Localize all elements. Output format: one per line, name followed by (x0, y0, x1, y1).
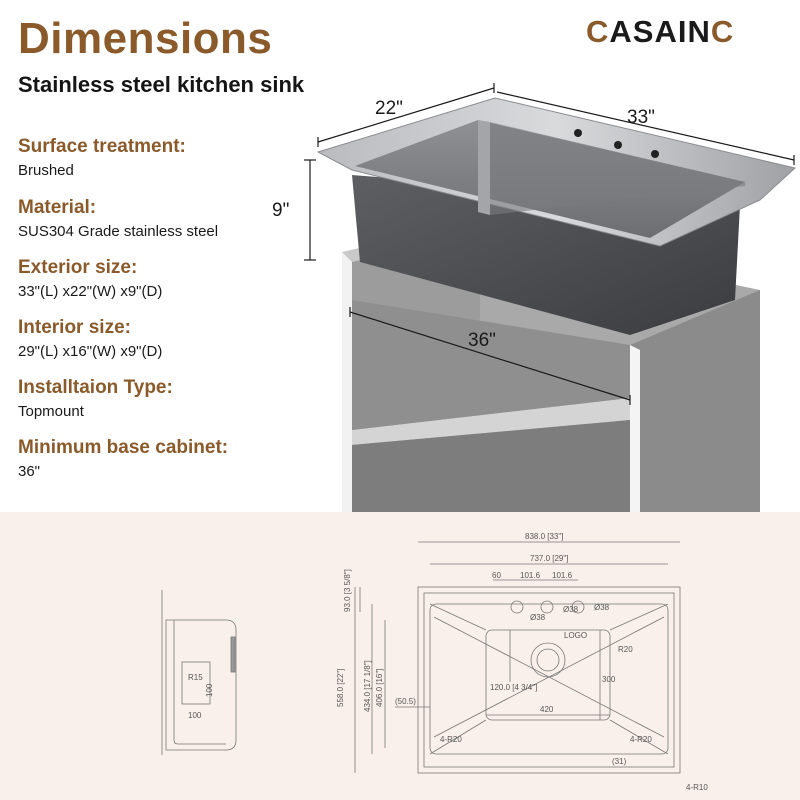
spec-value-material: SUS304 Grade stainless steel (18, 223, 219, 240)
sink-bowl (316, 97, 797, 335)
spec-label-surface: Surface treatment: (18, 136, 186, 157)
dim-inner-corner: 4-R20 (440, 735, 462, 744)
spec-label-install: Installtaion Type: (18, 377, 173, 398)
faucet-hole (614, 141, 622, 149)
spec-value-surface: Brushed (18, 162, 74, 179)
dim-side-margin: (50.5) (395, 697, 416, 706)
dim-total-width: 558.0 [22"] (336, 669, 345, 707)
spec-value-interior: 29"(L) x16"(W) x9"(D) (18, 343, 163, 360)
top-plan-view (354, 541, 681, 774)
dim-inner-length: 737.0 [29"] (530, 554, 568, 563)
dim-hole-diameter-2: Ø38 (563, 605, 579, 614)
logo-letter: C (710, 14, 735, 49)
spec-value-exterior: 33"(L) x22"(W) x9"(D) (18, 283, 163, 300)
logo-letter: C (586, 14, 610, 49)
dim-hole-spacing-1: 101.6 (520, 571, 541, 580)
logo-mark-text: LOGO (564, 631, 587, 640)
dim-side-100-vertical: 100 (205, 683, 214, 697)
dim-length-label: 33" (627, 107, 655, 128)
dim-side-100-horizontal: 100 (188, 711, 202, 720)
dim-corner-radius: R20 (618, 645, 633, 654)
spec-label-material: Material: (18, 197, 97, 218)
dim-hole-spacing-2: 101.6 (552, 571, 573, 580)
spec-label-exterior: Exterior size: (18, 257, 138, 278)
dim-bowl-width-mm: 406.0 [16"] (375, 669, 384, 707)
dim-width-label: 22" (375, 98, 403, 119)
dim-top-margin: 93.0 [3 5/8"] (343, 569, 352, 612)
dim-hole-diameter-3: Ø38 (594, 603, 610, 612)
side-profile-view (161, 590, 237, 755)
dim-inner-width: 434.0 [17 1/8"] (363, 660, 372, 712)
dim-cabinet-label: 36" (468, 330, 496, 351)
spec-label-cabinet: Minimum base cabinet: (18, 437, 229, 458)
dim-bottom-31: (31) (612, 757, 627, 766)
dim-side-radius: R15 (188, 673, 203, 682)
spec-label-interior: Interior size: (18, 317, 131, 338)
spec-value-cabinet: 36" (18, 463, 41, 480)
page-title: Dimensions (18, 14, 273, 63)
dim-bowl-width: 300 (602, 675, 616, 684)
dim-outer-corner: 4-R20 (630, 735, 652, 744)
sink-product-illustration (304, 83, 797, 512)
brand-logo: CASAINC (586, 14, 734, 50)
dim-flange-corner: 4-R10 (686, 783, 708, 792)
dim-hole-offset: 60 (492, 571, 501, 580)
page-subtitle: Stainless steel kitchen sink (18, 72, 305, 97)
logo-text: ASAIN (609, 14, 711, 49)
dim-drain-offset: 120.0 [4 3/4"] (490, 683, 537, 692)
dim-hole-diameter-1: Ø38 (530, 613, 546, 622)
spec-value-install: Topmount (18, 403, 84, 420)
dim-depth-label: 9" (272, 200, 290, 221)
dimension-lines (304, 83, 795, 405)
dim-bowl-length: 420 (540, 705, 554, 714)
technical-drawing: 838.0 [33"] 737.0 [29"] 60 101.6 101.6 Ø… (161, 532, 708, 792)
faucet-hole (574, 129, 582, 137)
dim-total-length: 838.0 [33"] (525, 532, 563, 541)
faucet-hole (651, 150, 659, 158)
